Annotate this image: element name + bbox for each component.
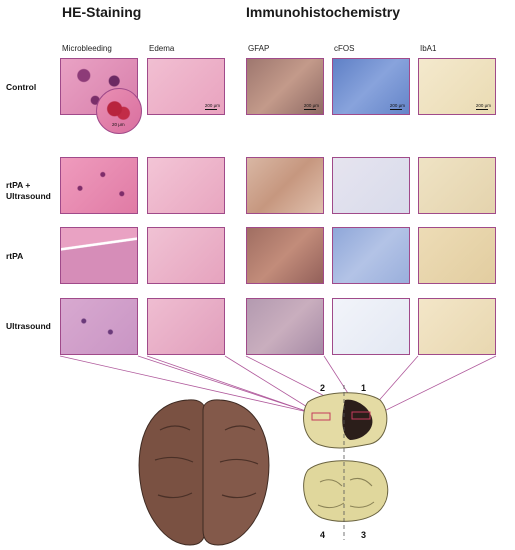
brain-label-4: 4 bbox=[320, 530, 326, 540]
he-staining-title: HE-Staining bbox=[62, 4, 142, 20]
row-label-control: Control bbox=[6, 82, 37, 92]
column-label-microbleeding: Microbleeding bbox=[62, 44, 112, 53]
panel-ultrasound-iba1 bbox=[418, 298, 496, 355]
panel-control-cfos: 200 μm bbox=[332, 58, 410, 115]
row-label-ultrasound: Ultrasound bbox=[6, 321, 51, 331]
panel-ultrasound-microbleeding bbox=[60, 298, 138, 355]
panel-rtpa-ultrasound-cfos bbox=[332, 157, 410, 214]
whole-brain-image bbox=[138, 399, 270, 546]
coronal-section-bottom bbox=[303, 460, 389, 522]
panel-rtpa-microbleeding bbox=[60, 227, 138, 284]
brain-label-2: 2 bbox=[320, 383, 326, 393]
panel-rtpa-ultrasound-iba1 bbox=[418, 157, 496, 214]
column-label-cfos: cFOS bbox=[334, 44, 355, 53]
panel-control-edema: 200 μm bbox=[147, 58, 225, 115]
row-label-rtpa-ultrasound: rtPA + Ultrasound bbox=[6, 180, 51, 201]
column-label-gfap: GFAP bbox=[248, 44, 270, 53]
column-label-iba1: IbA1 bbox=[420, 44, 437, 53]
immunohistochemistry-title: Immunohistochemistry bbox=[246, 4, 401, 20]
scale-bar-label: 200 μm bbox=[389, 103, 405, 108]
panel-rtpa-ultrasound-gfap bbox=[246, 157, 324, 214]
scale-bar-label: 200 μm bbox=[475, 103, 491, 108]
connector-line bbox=[373, 355, 497, 417]
panel-rtpa-gfap bbox=[246, 227, 324, 284]
panel-rtpa-ultrasound-microbleeding bbox=[60, 157, 138, 214]
connector-line bbox=[146, 355, 324, 418]
brain-label-1: 1 bbox=[361, 383, 367, 393]
panel-rtpa-iba1 bbox=[418, 227, 496, 284]
brain-label-3: 3 bbox=[361, 530, 367, 540]
panel-rtpa-cfos bbox=[332, 227, 410, 284]
row-label-rtpa: rtPA bbox=[6, 251, 24, 261]
inset-scale-label: 20 μm bbox=[112, 122, 125, 127]
microbleeding-inset: 20 μm bbox=[96, 88, 142, 134]
scale-bar-label: 200 μm bbox=[204, 103, 220, 108]
column-label-edema: Edema bbox=[149, 44, 175, 53]
scale-bar-label: 200 μm bbox=[303, 103, 319, 108]
panel-ultrasound-gfap bbox=[246, 298, 324, 355]
panel-control-iba1: 200 μm bbox=[418, 58, 496, 115]
panel-control-gfap: 200 μm bbox=[246, 58, 324, 115]
panel-rtpa-ultrasound-edema bbox=[147, 157, 225, 214]
panel-ultrasound-edema bbox=[147, 298, 225, 355]
coronal-section-top bbox=[303, 392, 388, 449]
panel-ultrasound-cfos bbox=[332, 298, 410, 355]
panel-rtpa-edema bbox=[147, 227, 225, 284]
connector-line bbox=[59, 355, 309, 413]
